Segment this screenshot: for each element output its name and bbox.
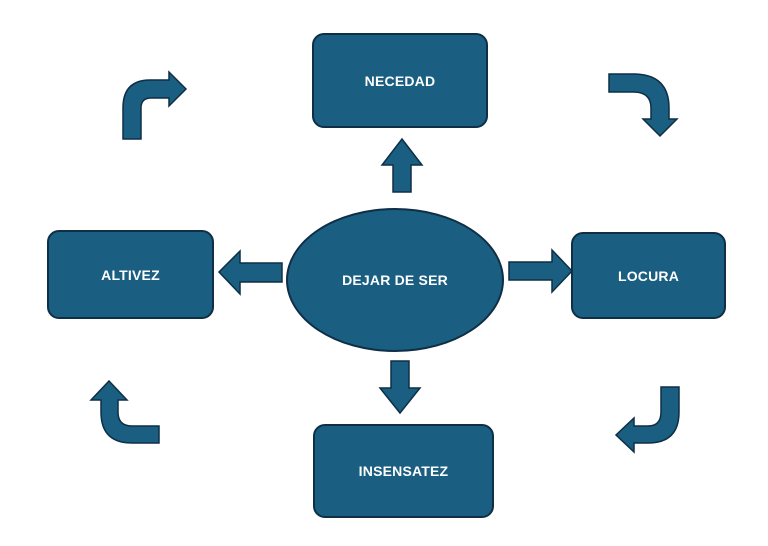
node-locura: LOCURA bbox=[571, 232, 726, 319]
arrow-up-icon bbox=[380, 137, 424, 193]
arrow-down-icon bbox=[378, 360, 422, 415]
arrow-left-icon bbox=[217, 249, 283, 296]
node-label: NECEDAD bbox=[364, 72, 436, 89]
node-label: INSENSATEZ bbox=[358, 463, 449, 479]
node-necedad: NECEDAD bbox=[312, 33, 488, 128]
bent-arrow-bottom-left-icon bbox=[89, 379, 160, 444]
bent-arrow-top-left-icon bbox=[122, 70, 188, 140]
bent-arrow-bottom-right-icon bbox=[614, 386, 680, 454]
node-label: LOCURA bbox=[617, 267, 680, 284]
node-insensatez: INSENSATEZ bbox=[313, 424, 494, 518]
arrow-right-icon bbox=[508, 248, 574, 294]
center-node-dejar-de-ser: DEJAR DE SER bbox=[286, 208, 504, 352]
node-altivez: ALTIVEZ bbox=[47, 230, 214, 319]
node-label: ALTIVEZ bbox=[101, 266, 160, 283]
bent-arrow-top-right-icon bbox=[608, 73, 679, 138]
center-label: DEJAR DE SER bbox=[342, 272, 448, 288]
